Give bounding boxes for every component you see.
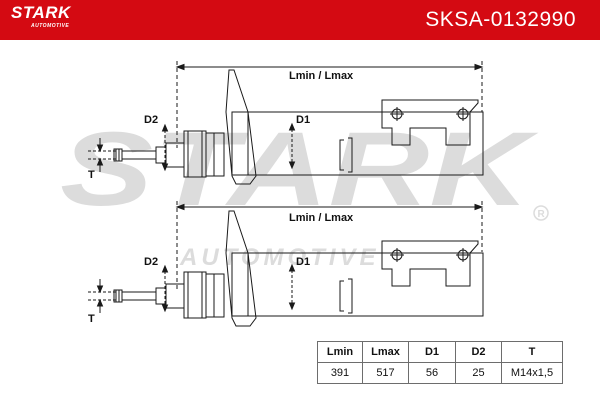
shock-absorber-bottom: [88, 201, 484, 327]
spec-value-d1: 56: [408, 362, 456, 384]
d2-label-top: D2: [144, 114, 159, 126]
d1-label-bottom: D1: [296, 256, 311, 268]
spec-header-d2: D2: [455, 341, 502, 363]
spec-value-d2: 25: [455, 362, 502, 384]
svg-text:R: R: [538, 209, 546, 220]
part-number: SKSA-0132990: [425, 8, 576, 31]
d2-label-bottom: D2: [144, 256, 159, 268]
spec-value-lmin: 391: [317, 362, 363, 384]
d1-label-top: D1: [296, 114, 311, 126]
shock-absorber-top: [88, 61, 484, 185]
spec-header-lmin: Lmin: [317, 341, 363, 363]
spec-header-row: Lmin Lmax D1 D2 T: [317, 341, 563, 363]
length-label-bottom: Lmin / Lmax: [289, 212, 354, 224]
t-label-top: T: [88, 169, 95, 181]
spec-header-t: T: [501, 341, 563, 363]
spec-table: Lmin Lmax D1 D2 T 391 517 56 25 M14x1,5: [317, 341, 563, 384]
brand-logo: STARK: [11, 3, 71, 22]
spec-value-t: M14x1,5: [501, 362, 563, 384]
header-bar: STARK AUTOMOTIVE SKSA-0132990: [0, 0, 600, 40]
svg-text:STARK: STARK: [60, 111, 540, 228]
brand-logo-subtitle: AUTOMOTIVE: [31, 23, 70, 29]
t-label-bottom: T: [88, 313, 95, 325]
length-label-top: Lmin / Lmax: [289, 70, 354, 82]
spec-header-lmax: Lmax: [362, 341, 409, 363]
svg-text:AUTOMOTIVE: AUTOMOTIVE: [179, 244, 380, 271]
spec-value-lmax: 517: [362, 362, 409, 384]
spec-value-row: 391 517 56 25 M14x1,5: [317, 362, 563, 384]
spec-header-d1: D1: [408, 341, 456, 363]
